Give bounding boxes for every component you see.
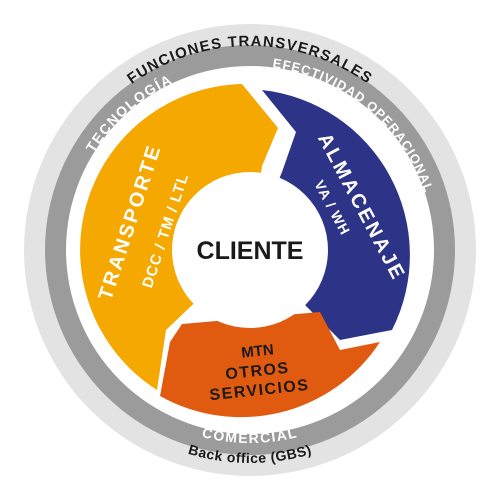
center-circle [172, 172, 328, 328]
segment-otros [160, 312, 380, 418]
center-label: CLIENTE [197, 237, 304, 265]
otros-title-line1: OTROS [225, 360, 291, 384]
middle-ring-bottom-label: COMERCIAL [201, 424, 300, 446]
otros-subtitle: MTN [240, 341, 274, 361]
